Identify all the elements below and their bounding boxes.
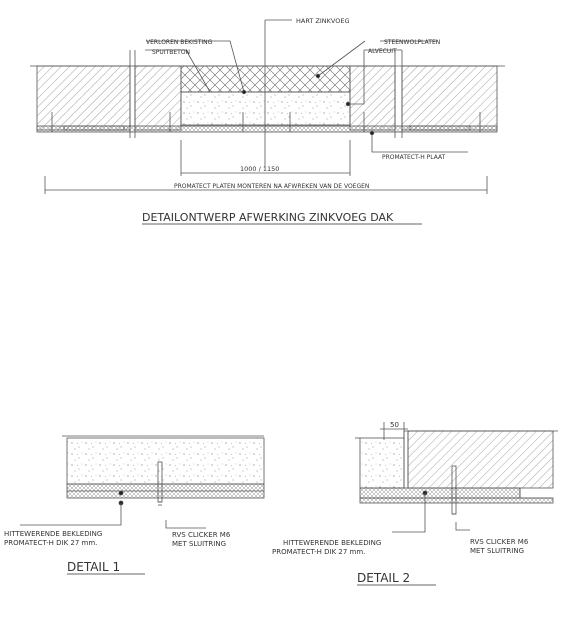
detail-2-drawing [355, 422, 558, 533]
detail1-label-left-2: PROMATECT-H DIK 27 mm. [4, 539, 97, 547]
label-alvecuit: ALVECUIT [368, 48, 397, 55]
label-steenwolplaten: STEENWOLPLATEN [384, 39, 440, 46]
detail1-title: DETAIL 1 [67, 560, 120, 574]
left-wall [36, 65, 131, 131]
detail2-dimension: 50 [390, 421, 399, 429]
detail2-title: DETAIL 2 [357, 571, 410, 585]
right-wall [401, 65, 498, 131]
detail2-hatched-wall [407, 430, 554, 489]
detail2-concrete [359, 437, 405, 489]
label-spuitbeton: SPUITBETON [152, 49, 190, 56]
steenwol-block [180, 65, 351, 93]
detail2-label-left-2: PROMATECT-H DIK 27 mm. [272, 548, 365, 556]
detail2-label-right-1: RVS CLICKER M6 [470, 538, 529, 546]
mid-right-wall [349, 65, 396, 131]
top-detail-drawing [30, 19, 505, 194]
detail2-bekleding [359, 487, 521, 499]
detail1-concrete [66, 437, 265, 485]
detail1-label-right-1: RVS CLICKER M6 [172, 531, 231, 539]
spuitbeton-block [180, 91, 351, 126]
detail-1-drawing [20, 435, 265, 529]
label-hart-zinkvoeg: HART ZINKVOEG [296, 17, 350, 25]
promatect-layer [36, 125, 498, 133]
detail1-label-right-2: MET SLUITRING [172, 540, 226, 548]
label-span-note: PROMATECT PLATEN MONTEREN NA AFWREKEN VA… [174, 183, 369, 190]
label-promatect-h-plaat: PROMATECT-H PLAAT [382, 154, 446, 161]
detail2-label-left-1: HITTEWERENDE BEKLEDING [283, 539, 381, 547]
mid-left-wall [134, 65, 182, 131]
dimension-label: 1000 / 1150 [240, 165, 279, 173]
detail1-label-left-1: HITTEWERENDE BEKLEDING [4, 530, 102, 538]
detail2-label-right-2: MET SLUITRING [470, 547, 524, 555]
label-verloren-bekisting: VERLOREN BEKISTING [146, 39, 213, 46]
top-drawing-title: DETAILONTWERP AFWERKING ZINKVOEG DAK [142, 211, 394, 224]
